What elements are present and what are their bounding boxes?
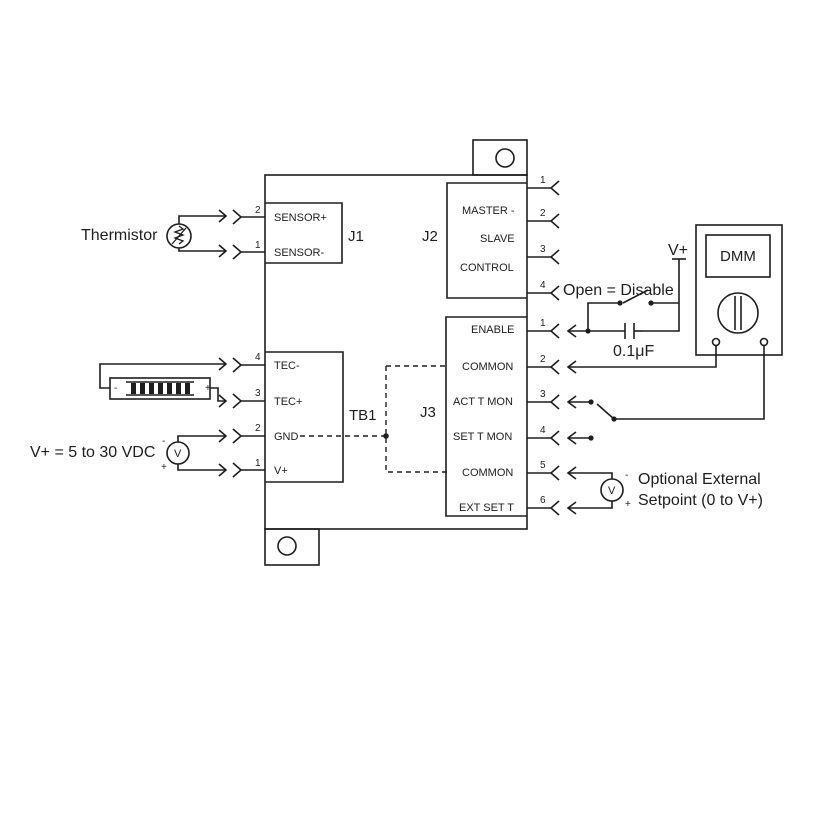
thermistor-wire-tips <box>218 209 228 258</box>
j2-pin2-socket <box>527 213 560 229</box>
mounting-hole-bottom <box>277 536 297 556</box>
j3-pin4-label: SET T MON <box>453 431 512 443</box>
j2-pin4-num: 4 <box>540 280 546 291</box>
j3-pin4-num: 4 <box>540 425 546 436</box>
j2-pin1-num: 1 <box>540 175 546 186</box>
j2-name: J2 <box>422 228 438 245</box>
dmm-label: DMM <box>720 248 756 265</box>
optional-external-line2: Setpoint (0 to V+) <box>638 492 763 509</box>
j2-pin3-num: 3 <box>540 244 546 255</box>
j3-pin6-label: EXT SET T <box>459 502 514 514</box>
j1-pin1-label: SENSOR- <box>274 247 324 259</box>
j2-pin2-num: 2 <box>540 208 546 219</box>
tb1-pin4-label: TEC- <box>274 360 300 372</box>
tb1-pin2-label: GND <box>274 431 299 443</box>
mounting-hole-top <box>495 148 515 168</box>
set-t-contact <box>588 435 594 441</box>
j2-pin3-socket <box>527 249 560 265</box>
tb1-pin2-num: 2 <box>255 423 261 434</box>
dmm-probe-wire <box>566 346 765 445</box>
j2-bracket <box>446 182 527 299</box>
j1-name: J1 <box>348 228 364 245</box>
j3-pin5-socket <box>527 465 560 481</box>
j3-bracket <box>445 316 527 517</box>
j1-pin1-num: 1 <box>255 240 261 251</box>
j3-pin1-num: 1 <box>540 318 546 329</box>
supply-plus-sign: + <box>161 462 167 473</box>
tb1-pin4-socket <box>232 357 265 373</box>
j1-bracket <box>265 202 343 264</box>
monitor-select-switch <box>596 403 615 420</box>
tb1-pin1-socket <box>232 462 265 478</box>
capacitor-symbol <box>624 323 643 339</box>
enable-switch-blade <box>622 289 649 304</box>
dmm-common-wire <box>566 346 717 374</box>
thermistor-label: Thermistor <box>81 227 158 244</box>
vplus-label: V+ <box>668 242 688 259</box>
switch-pivot <box>611 416 617 422</box>
external-plus-sign: + <box>625 499 631 510</box>
j3-pin3-socket <box>527 394 560 410</box>
open-disable-label: Open = Disable <box>563 282 674 299</box>
mounting-tab-top <box>472 139 528 176</box>
j3-pin2-label: COMMON <box>462 361 513 373</box>
j2-pin4-socket <box>527 285 560 301</box>
external-setpoint-source <box>566 466 624 515</box>
tb1-pin1-label: V+ <box>274 465 288 477</box>
j1-pin2-num: 2 <box>255 205 261 216</box>
tb1-pin3-socket <box>232 393 265 409</box>
j1-pin2-label: SENSOR+ <box>274 212 327 224</box>
supply-minus-sign: - <box>162 436 165 447</box>
j3-pin3-label: ACT T MON <box>453 396 513 408</box>
j1-pin1-socket <box>232 244 265 260</box>
j3-pin3-num: 3 <box>540 389 546 400</box>
act-t-contact <box>588 399 594 405</box>
j3-pin4-socket <box>527 430 560 446</box>
tb1-bracket <box>265 351 344 483</box>
j3-pin6-socket <box>527 500 560 516</box>
tb1-pin3-label: TEC+ <box>274 396 302 408</box>
j3-pin1-socket <box>527 323 560 339</box>
j3-pin1-label: ENABLE <box>471 324 514 336</box>
gnd-junction-dot <box>383 433 389 439</box>
enable-wiring <box>566 258 686 338</box>
tb1-pin1-num: 1 <box>255 458 261 469</box>
j3-pin2-num: 2 <box>540 354 546 365</box>
j2-slave-label: SLAVE <box>480 233 515 245</box>
tb1-name: TB1 <box>349 407 377 424</box>
supply-label: V+ = 5 to 30 VDC <box>30 444 155 461</box>
switch-contact-left <box>617 300 623 306</box>
tec-wire-tips <box>218 357 228 408</box>
capacitor-label: 0.1μF <box>613 343 654 360</box>
switch-contact-right <box>648 300 654 306</box>
j3-name: J3 <box>420 404 436 421</box>
j2-pin1-socket <box>527 180 560 196</box>
j2-control-label: CONTROL <box>460 262 514 274</box>
tec-minus-sign: - <box>114 383 117 394</box>
tec-plus-sign: + <box>205 383 211 394</box>
external-voltmeter-v: V <box>608 485 616 497</box>
supply-voltmeter-symbol <box>166 429 228 477</box>
external-minus-sign: - <box>625 470 628 481</box>
tb1-pin3-num: 3 <box>255 388 261 399</box>
tb1-pin2-socket <box>232 428 265 444</box>
optional-external-line1: Optional External <box>638 471 761 488</box>
mounting-tab-bottom <box>264 528 320 566</box>
dmm-meter <box>695 224 783 356</box>
j3-pin5-num: 5 <box>540 460 546 471</box>
thermistor-symbol <box>166 215 226 252</box>
j3-pin2-socket <box>527 359 560 375</box>
j1-pin2-socket <box>232 209 265 225</box>
tb1-pin4-num: 4 <box>255 352 261 363</box>
j3-pin6-num: 6 <box>540 495 546 506</box>
supply-voltmeter-v: V <box>174 448 182 460</box>
enable-junction-dot <box>585 328 591 334</box>
j3-pin5-label: COMMON <box>462 467 513 479</box>
j2-master-label: MASTER - <box>462 205 515 217</box>
common-dashed-vertical <box>385 366 447 473</box>
tec-module-symbol <box>99 363 226 402</box>
